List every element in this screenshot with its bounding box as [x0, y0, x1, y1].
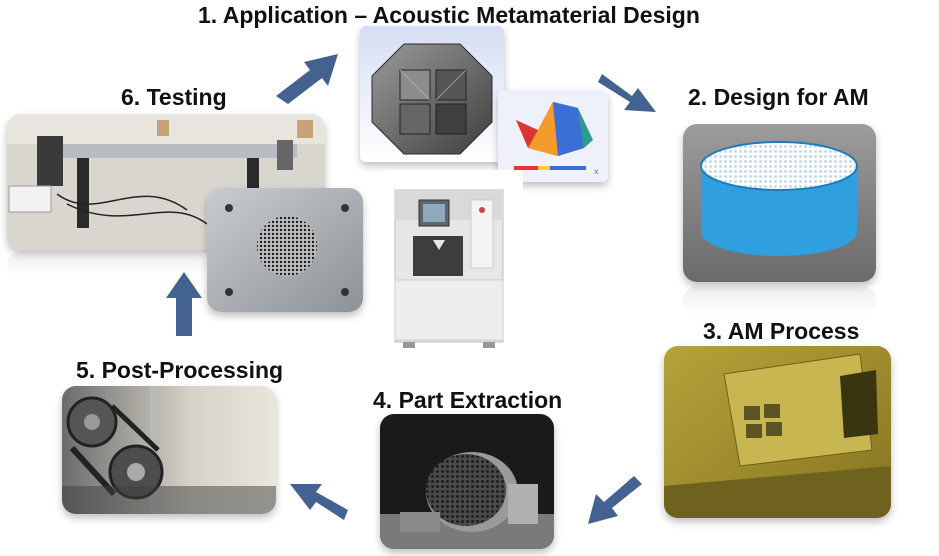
- step-6-title: 6. Testing: [121, 84, 227, 111]
- printer-image: [383, 170, 523, 355]
- arrow-6-to-1-icon: [272, 52, 342, 108]
- arrow-1-to-2-icon: [598, 60, 662, 116]
- test-sample-image: [207, 188, 363, 312]
- arrow-5-to-6-icon: [166, 272, 202, 338]
- post-processing-image: [62, 386, 276, 514]
- step-5-title: 5. Post-Processing: [76, 357, 283, 384]
- cylinder-model-image: [683, 124, 876, 282]
- arrow-4-to-5-icon: [288, 480, 348, 530]
- arrow-3-to-4-icon: [586, 476, 646, 528]
- svg-text:x: x: [594, 167, 599, 176]
- step-2-title: 2. Design for AM: [688, 84, 869, 111]
- step-3-title: 3. AM Process: [703, 318, 859, 345]
- cylinder-reflection: [683, 286, 876, 316]
- simulation-plot: x: [498, 90, 608, 182]
- unit-cell-image: [360, 26, 504, 162]
- step-1-title: 1. Application – Acoustic Metamaterial D…: [198, 2, 700, 29]
- part-extraction-image: [380, 414, 554, 549]
- am-process-image: [664, 346, 891, 518]
- step-4-title: 4. Part Extraction: [373, 387, 562, 414]
